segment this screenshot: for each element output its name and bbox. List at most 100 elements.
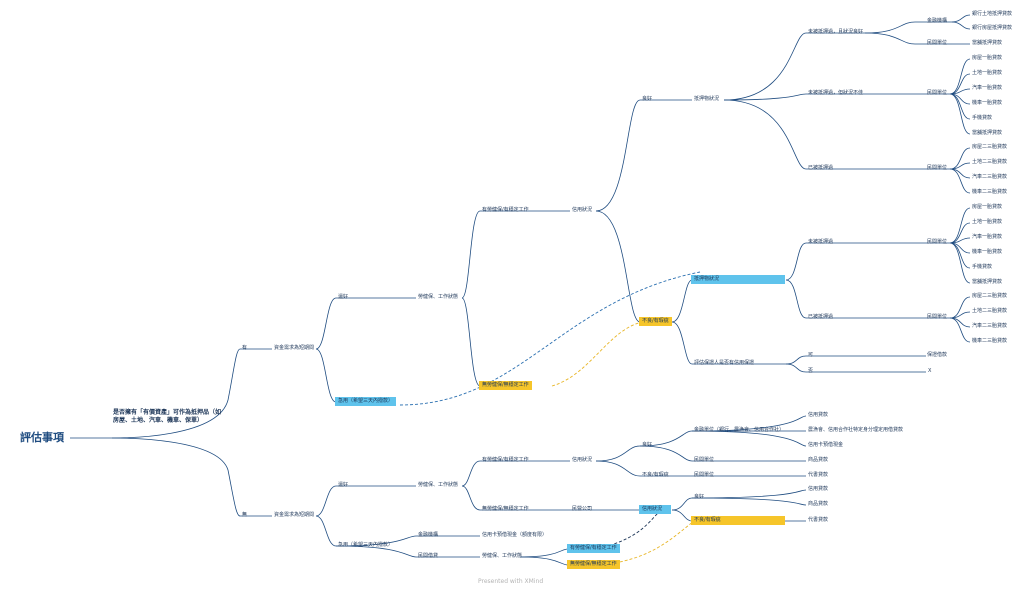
loan-credit-card-cash[interactable]: 信用卡預借現金（額度有限） [482, 532, 548, 538]
node-credit-status-3[interactable]: 信用狀況 [639, 505, 671, 514]
node-private-unit[interactable]: 民間單位 [694, 457, 715, 463]
node-guarantor-check[interactable]: 評估保證人是否有信用保證 [694, 360, 755, 366]
node-private-lending[interactable]: 民間借貸 [418, 553, 439, 559]
loan-item[interactable]: 手機貸款 [972, 115, 993, 121]
node-bad-credit-2[interactable]: 不良/有瑕疵 [642, 472, 669, 478]
loan-item[interactable]: 手機貸款 [972, 264, 993, 270]
connector [519, 556, 569, 566]
node-unstable-job[interactable]: 無勞健保/無穩定工作 [479, 381, 532, 390]
loan-item[interactable]: 信用貸款 [808, 486, 829, 492]
relationship-arrow [599, 520, 695, 566]
node-not-mortgaged[interactable]: 未被抵押過 [808, 239, 834, 245]
node-insurance-job-2[interactable]: 勞健保、工作狀態 [418, 482, 459, 488]
node-mortgaged[interactable]: 已被抵押過 [808, 165, 834, 171]
node-good-credit-2[interactable]: 良好 [642, 442, 653, 448]
loan-item[interactable]: 當舖抵押貸款 [972, 279, 1003, 285]
connector [595, 460, 641, 477]
loan-item[interactable]: 機車一胎貸款 [972, 249, 1003, 255]
loan-item[interactable]: 農漁會、信用合作社特定身分理定用借貸款 [808, 427, 904, 433]
node-funding-need[interactable]: 資金需求為短期間 [274, 345, 315, 351]
loan-item[interactable]: 代書貸款 [808, 472, 829, 478]
node-mortgaged-2[interactable]: 已被抵押過 [808, 314, 834, 320]
node-unstable-job-3[interactable]: 無勞健保/無穩定工作 [567, 560, 620, 569]
loan-guarantor[interactable]: 保證借款 [927, 352, 948, 358]
connector [949, 242, 971, 254]
loan-item[interactable]: 汽車一胎貸款 [972, 85, 1003, 91]
node-credit-status-2[interactable]: 信用狀況 [572, 457, 593, 463]
loan-item[interactable]: 代書貸款 [808, 517, 829, 523]
node-private-unit[interactable]: 民間單位 [927, 165, 948, 171]
node-private-unit[interactable]: 民間單位 [927, 314, 948, 320]
loan-item[interactable]: 機車二三胎貸款 [972, 189, 1008, 195]
node-yes[interactable]: 有 [242, 345, 248, 351]
node-financial-org[interactable]: 金融機構 [418, 532, 439, 538]
node-bad-credit-3[interactable]: 不良/有瑕疵 [691, 516, 785, 525]
loan-item[interactable]: 土地二三胎貸款 [972, 159, 1008, 165]
connector [949, 222, 971, 244]
loan-item[interactable]: 機車二三胎貸款 [972, 338, 1008, 344]
node-financial-units[interactable]: 金融單位（銀行、農漁會、信用合作社） [694, 427, 785, 433]
loan-item[interactable]: 土地一胎貸款 [972, 219, 1003, 225]
node-credit-status[interactable]: 信用狀況 [572, 207, 593, 213]
node-stable-job-2[interactable]: 有勞健保/有穩定工作 [482, 457, 529, 463]
node-private-unit[interactable]: 民間單位 [694, 472, 715, 478]
loan-item[interactable]: 當舖抵押貸款 [972, 130, 1003, 136]
node-collateral-status[interactable]: 抵押物狀況 [694, 96, 720, 102]
node-insurance-job[interactable]: 勞健保、工作狀態 [418, 294, 459, 300]
node-insurance-job-3[interactable]: 勞健保、工作狀態 [482, 553, 523, 559]
connector [671, 497, 693, 511]
loan-item[interactable]: 商品貸款 [808, 501, 829, 507]
connector [335, 535, 417, 547]
loan-item[interactable]: 土地一胎貸款 [972, 70, 1003, 76]
node-unstable-job-2[interactable]: 無勞健保/無穩定工作 [482, 506, 529, 512]
node-can[interactable]: 可 [808, 352, 814, 358]
loan-item[interactable]: 信用貸款 [808, 412, 829, 418]
node-financial-institution[interactable]: 金融機構 [927, 18, 948, 24]
loan-item[interactable]: 汽車二三胎貸款 [972, 174, 1008, 180]
connector [785, 242, 807, 281]
loan-item[interactable]: 房屋二三胎貸款 [972, 293, 1008, 299]
connector [949, 242, 971, 284]
loan-item[interactable]: 房屋一胎貸款 [972, 55, 1003, 61]
node-cannot[interactable]: 否 [808, 368, 814, 374]
node-collateral-status-2[interactable]: 抵押物狀況 [691, 275, 785, 284]
node-stable-job[interactable]: 有勞健保/有穩定工作 [482, 207, 529, 213]
node-bad-credit[interactable]: 不良/有瑕疵 [639, 317, 672, 326]
node-urgent[interactable]: 急用（希望三天內撥款） [335, 397, 397, 406]
loan-item[interactable]: 房屋二三胎貸款 [972, 144, 1008, 150]
node-funding-need-2[interactable]: 資金需求為短期間 [274, 512, 315, 518]
loan-item[interactable]: 汽車二三胎貸款 [972, 323, 1008, 329]
loan-item[interactable]: 信用卡預借現金 [808, 442, 844, 448]
loan-item[interactable]: 汽車一胎貸款 [972, 234, 1003, 240]
main-question[interactable]: 是否擁有「有價資產」可作為抵押品（如房屋、土地、汽車、機車、保單） [113, 409, 222, 424]
node-good-credit-3[interactable]: 良好 [694, 494, 705, 500]
loan-bank-land[interactable]: 銀行土地抵押貸款 [972, 11, 1013, 17]
node-private-unit[interactable]: 民間單位 [927, 90, 948, 96]
loan-item[interactable]: 房屋一胎貸款 [972, 204, 1003, 210]
connector [315, 297, 337, 350]
connector [461, 460, 481, 487]
node-good-credit[interactable]: 良好 [642, 96, 653, 102]
root-topic[interactable]: 評估事項 [20, 431, 64, 444]
connector [723, 32, 807, 101]
node-private-company[interactable]: 民營公司 [572, 506, 593, 512]
node-not-mortgaged-good[interactable]: 未被抵押過，且狀況良好 [808, 29, 864, 35]
footer-watermark: Presented with XMind [478, 578, 544, 585]
loan-item[interactable]: 機車一胎貸款 [972, 100, 1003, 106]
connector [671, 321, 693, 365]
node-not-mortgaged-bad[interactable]: 未被抵押過，但狀況不佳 [808, 90, 864, 96]
loan-bank-house[interactable]: 銀行房屋抵押貸款 [972, 25, 1013, 31]
node-urgent-2[interactable]: 急用（希望三天內撥款） [338, 542, 394, 548]
connector [595, 445, 641, 462]
connector [949, 317, 971, 343]
loan-pawnshop[interactable]: 當舖抵押貸款 [972, 40, 1003, 46]
node-stable-job-3[interactable]: 有勞健保/有穩定工作 [567, 544, 620, 553]
node-no[interactable]: 無 [242, 512, 248, 518]
node-ok[interactable]: 還好 [338, 294, 349, 300]
node-private-unit[interactable]: 民間單位 [927, 40, 948, 46]
loan-item[interactable]: 土地二三胎貸款 [972, 308, 1008, 314]
connector [949, 73, 971, 95]
node-ok-2[interactable]: 還好 [338, 482, 349, 488]
node-private-unit[interactable]: 民間單位 [927, 239, 948, 245]
loan-item[interactable]: 商品貸款 [808, 457, 829, 463]
